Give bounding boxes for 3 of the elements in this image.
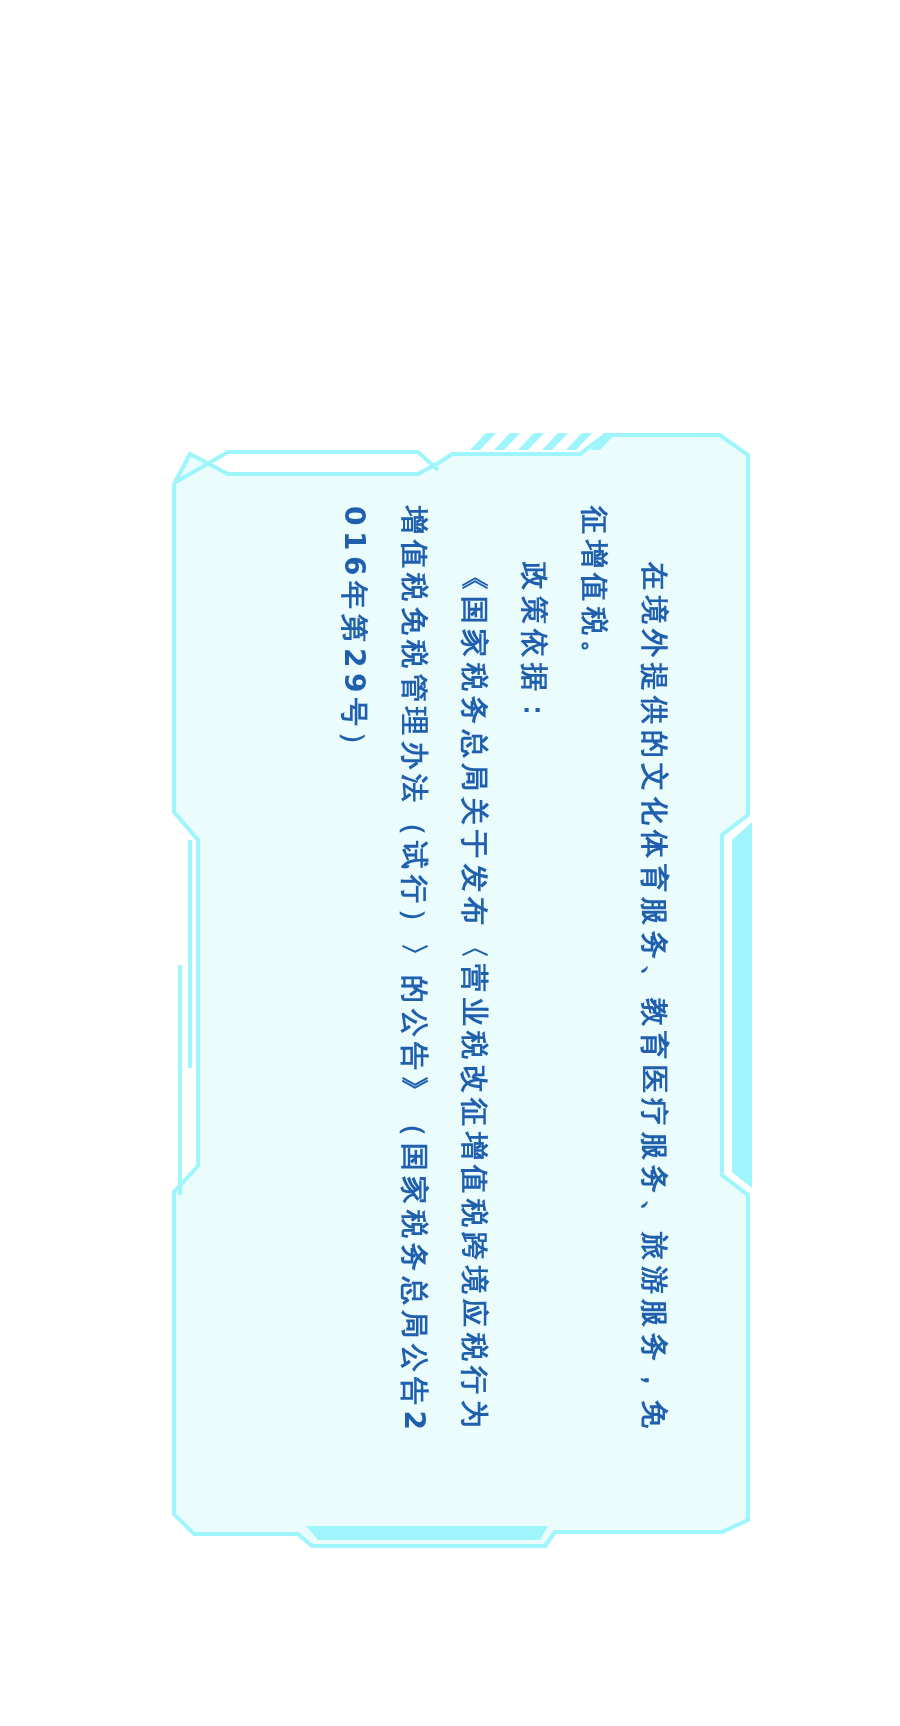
- body-text: 在境外提供的文化体育服务、教育医疗服务、旅游服务，免征增值税。: [577, 506, 672, 1435]
- citation-text: 《国家税务总局关于发布〈营业税改征增值税跨境应税行为增值税免税管理办法（试行）〉的公告》（国家税务总局公告2016年第29号）: [337, 506, 492, 1438]
- heading-text: 政策依据：: [517, 560, 552, 732]
